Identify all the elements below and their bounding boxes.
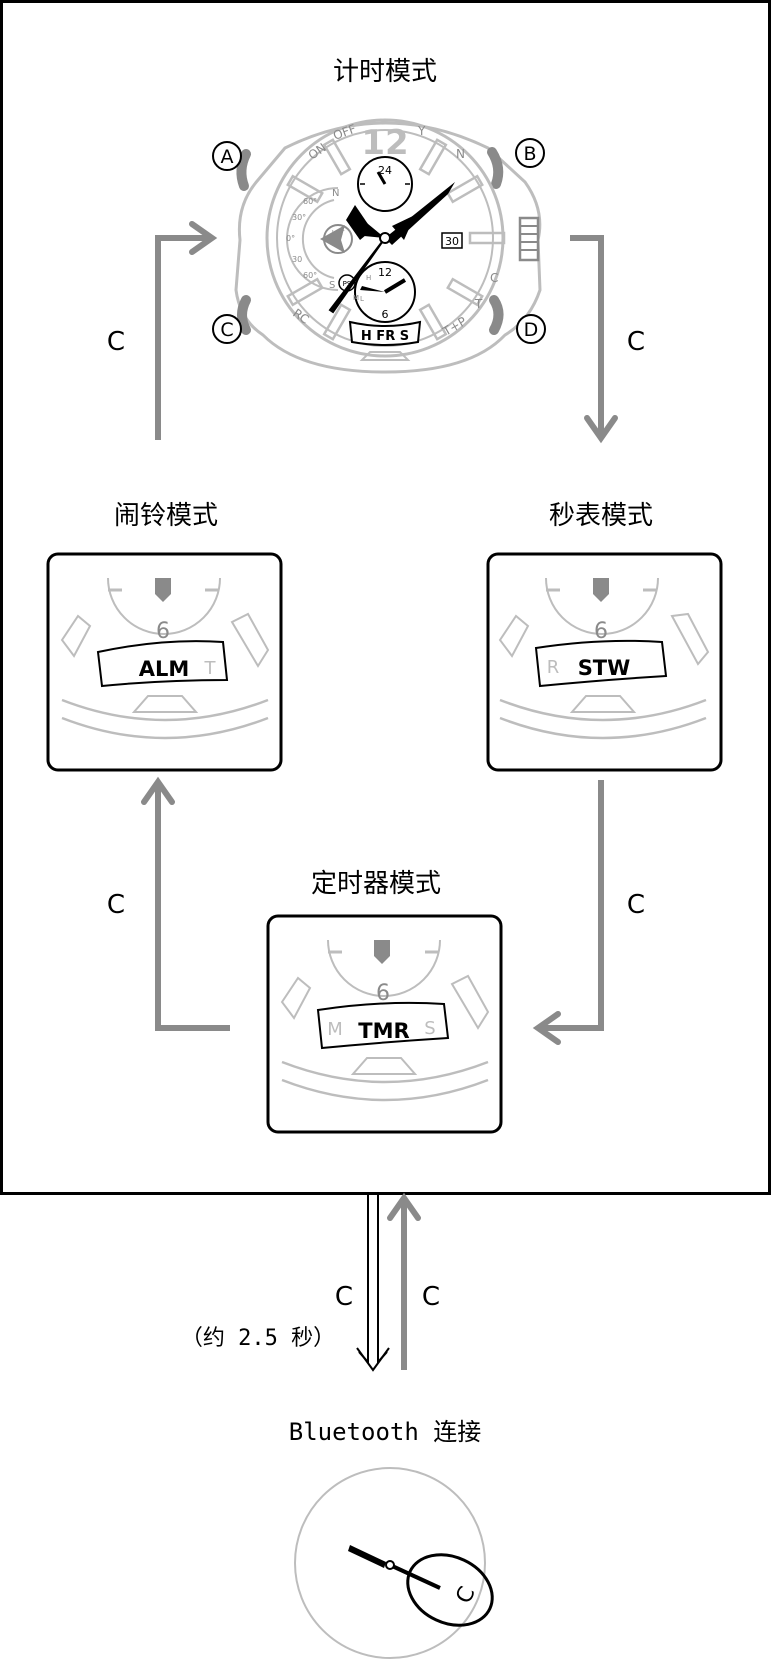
svg-text:30°: 30° <box>292 213 306 222</box>
svg-text:6: 6 <box>594 619 608 644</box>
dual-time-subdial: 24 <box>357 156 413 212</box>
arrow-label-left-upper: C <box>107 327 125 357</box>
svg-text:12: 12 <box>378 266 392 279</box>
bluetooth-label: Bluetooth 连接 <box>289 1418 482 1446</box>
timer-mode-title: 定时器模式 <box>311 869 441 899</box>
stopwatch-display: STW <box>578 656 631 680</box>
stopwatch-mode-panel: 6 STW R <box>486 552 723 772</box>
date-value: 30 <box>445 235 459 248</box>
arrow-timekeeping-to-stopwatch <box>570 235 618 444</box>
alarm-mode-window <box>96 640 229 688</box>
svg-text:60°: 60° <box>303 271 317 280</box>
timer-mode-window <box>316 1001 450 1050</box>
button-b-shape <box>487 147 504 189</box>
y-label: Y <box>417 124 426 138</box>
svg-text:N: N <box>332 188 339 199</box>
stopwatch-mode-window <box>534 639 668 688</box>
timekeeping-mode-title: 计时模式 <box>333 57 437 87</box>
button-d-shape <box>489 295 504 335</box>
arrow-stopwatch-to-timer <box>532 780 604 1045</box>
svg-text:6: 6 <box>382 308 389 321</box>
stopwatch-side-label: R <box>547 657 560 678</box>
alarm-display: ALM <box>139 657 190 681</box>
latitude-hand <box>320 225 345 253</box>
bluetooth-dial: C <box>294 1467 494 1659</box>
timer-mode-panel: 6 TMR M S <box>266 914 503 1134</box>
arrow-hold-to-bluetooth <box>356 1194 390 1372</box>
button-c-label: C <box>220 319 233 341</box>
mode-window <box>348 320 422 346</box>
button-d-label: D <box>524 319 539 341</box>
stopwatch-mode-title: 秒表模式 <box>549 501 653 531</box>
button-a-label: A <box>221 146 234 168</box>
timer-side-label-right: S <box>424 1018 435 1039</box>
date-window <box>441 232 463 249</box>
crown <box>518 216 540 262</box>
arrow-timer-to-alarm <box>141 776 230 1031</box>
latitude-subdial: LAT N S 60° 30° 0° 30 60° <box>286 187 353 291</box>
t-label: T <box>474 297 483 311</box>
alarm-side-label: T <box>204 658 217 679</box>
c-label: C <box>490 271 498 285</box>
svg-text:30: 30 <box>292 255 302 264</box>
alarm-mode-title: 闹铃模式 <box>114 501 218 531</box>
arrow-label-left-lower: C <box>107 890 125 920</box>
svg-text:6: 6 <box>156 619 170 644</box>
arrow-alarm-to-timekeeping <box>155 221 218 440</box>
n-label: N <box>456 147 465 161</box>
arrow-label-up: C <box>422 1282 440 1312</box>
button-a-shape <box>236 149 251 191</box>
arrow-label-right-upper: C <box>627 327 645 357</box>
hold-duration-note: （约 2.5 秒） <box>181 1326 335 1351</box>
timer-side-label-left: M <box>327 1019 343 1040</box>
arrow-label-down: C <box>335 1282 353 1312</box>
svg-text:S: S <box>329 280 335 291</box>
button-b-label: B <box>523 143 536 165</box>
svg-text:M: M <box>353 294 359 302</box>
hour-markers <box>286 138 506 341</box>
arrow-bluetooth-to-timekeeping <box>387 1192 421 1370</box>
c-position-highlight <box>406 1553 494 1627</box>
svg-text:0°: 0° <box>286 234 295 243</box>
svg-text:L: L <box>360 295 364 303</box>
svg-text:24: 24 <box>378 164 392 177</box>
svg-text:PS: PS <box>343 280 352 288</box>
svg-text:60°: 60° <box>303 197 317 206</box>
mode-frame <box>0 0 771 1195</box>
svg-text:6: 6 <box>376 981 390 1006</box>
button-c-shape <box>237 295 251 335</box>
alarm-mode-panel: 6 ALM T <box>46 552 283 772</box>
button-callouts: A B C D <box>212 138 546 344</box>
watch-face: 12 ON OFF Y N C T T+P RC LAT N S 60° 30°… <box>234 118 542 374</box>
mode-window-labels: H FR S <box>361 329 409 344</box>
arrow-label-right-lower: C <box>627 890 645 920</box>
timer-display: TMR <box>358 1019 409 1043</box>
svg-text:H: H <box>366 274 371 282</box>
second-hand <box>328 237 386 314</box>
watch-case <box>234 121 542 374</box>
